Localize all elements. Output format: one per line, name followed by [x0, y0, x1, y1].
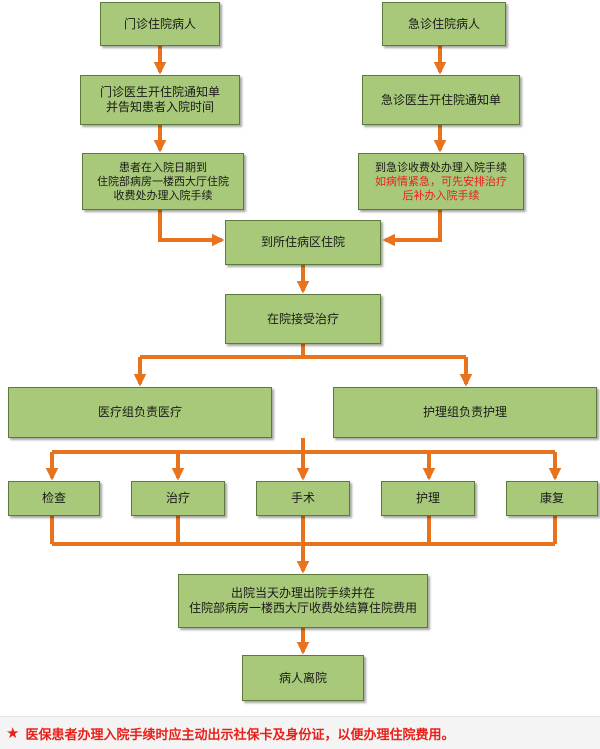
- node-text: 手术: [290, 491, 315, 505]
- emergency-note: 如病情紧急，可先安排治疗: [375, 174, 507, 188]
- node-emergency-admit: 到急诊收费处办理入院手续 如病情紧急，可先安排治疗 后补办入院手续: [358, 153, 524, 210]
- node-text: 患者在入院日期到: [119, 160, 207, 174]
- emergency-note: 后补办入院手续: [402, 188, 480, 202]
- footer-note: ★ 医保患者办理入院手续时应主动出示社保卡及身份证，以便办理住院费用。: [0, 716, 600, 749]
- node-text: 急诊医生开住院通知单: [380, 92, 501, 107]
- node-leave: 病人离院: [242, 655, 364, 701]
- node-rehab: 康复: [506, 481, 598, 516]
- node-text: 门诊医生开住院通知单: [99, 85, 220, 99]
- node-cure: 治疗: [131, 481, 225, 516]
- node-text: 出院当天办理出院手续并在: [230, 586, 375, 600]
- node-text: 检查: [41, 491, 66, 505]
- arrow-admit-to-ward: [158, 210, 225, 247]
- node-text: 门诊住院病人: [123, 16, 196, 31]
- node-emergency-notice: 急诊医生开住院通知单: [362, 75, 520, 125]
- star-icon: ★: [6, 724, 20, 742]
- node-nursing-team: 护理组负责护理: [333, 387, 597, 438]
- node-emergency: 急诊住院病人: [382, 2, 506, 46]
- node-text: 住院部病房一楼西大厅收费处结算住院费用: [188, 601, 417, 615]
- node-text: 住院部病房一楼西大厅住院: [97, 174, 229, 188]
- node-text: 到所住病区住院: [260, 235, 345, 249]
- node-text: 并告知患者入院时间: [105, 100, 214, 114]
- node-text: 护理组负责护理: [422, 405, 507, 419]
- node-outpatient-notice: 门诊医生开住院通知单 并告知患者入院时间: [80, 75, 240, 125]
- node-text: 病人离院: [278, 670, 327, 685]
- arrow-eadmit-to-ward: [382, 210, 442, 247]
- node-text: 到急诊收费处办理入院手续: [375, 160, 507, 174]
- node-go-ward: 到所住病区住院: [225, 220, 381, 265]
- node-text: 治疗: [165, 491, 190, 505]
- node-nursing: 护理: [381, 481, 475, 516]
- node-text: 急诊住院病人: [407, 16, 480, 31]
- node-outpatient-admit: 患者在入院日期到 住院部病房一楼西大厅住院 收费处办理入院手续: [82, 153, 244, 210]
- node-text: 收费处办理入院手续: [113, 188, 213, 202]
- node-text: 医疗组负责医疗: [97, 405, 182, 419]
- node-text: 在院接受治疗: [266, 311, 339, 326]
- node-outpatient: 门诊住院病人: [100, 2, 220, 46]
- node-exam: 检查: [8, 481, 100, 516]
- node-text: 护理: [415, 491, 440, 505]
- node-text: 康复: [539, 491, 564, 505]
- node-surgery: 手术: [256, 481, 350, 516]
- footer-note-text: 医保患者办理入院手续时应主动出示社保卡及身份证，以便办理住院费用。: [25, 727, 455, 743]
- node-treatment: 在院接受治疗: [225, 294, 381, 344]
- node-medical-team: 医疗组负责医疗: [8, 387, 272, 438]
- node-discharge-procedure: 出院当天办理出院手续并在 住院部病房一楼西大厅收费处结算住院费用: [178, 574, 428, 628]
